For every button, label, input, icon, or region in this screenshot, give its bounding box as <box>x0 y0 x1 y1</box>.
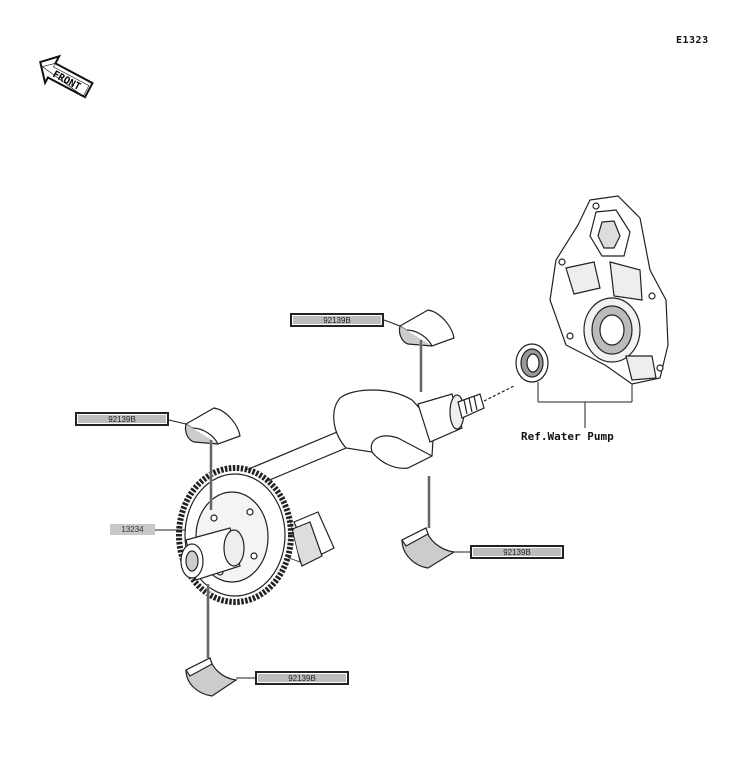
leader-lines <box>155 319 470 679</box>
ref-water-pump-label: Ref.Water Pump <box>521 430 614 443</box>
bearing-shell-bottom <box>185 657 238 697</box>
bearing-shell-top <box>398 309 455 347</box>
part-label-bearing-top[interactable]: 92139B <box>290 313 384 327</box>
front-arrow-icon: FRONT <box>39 54 94 99</box>
balancer-gear <box>176 465 294 605</box>
water-pump-cover <box>549 195 669 385</box>
part-label-balancer-gear[interactable]: 13234 <box>110 524 155 535</box>
part-label-bearing-right[interactable]: 92139B <box>470 545 564 559</box>
bearing-shell-right <box>401 527 456 569</box>
ref-bracket-lines <box>537 382 633 428</box>
part-label-bearing-bottom[interactable]: 92139B <box>255 671 349 685</box>
part-label-bearing-left[interactable]: 92139B <box>75 412 169 426</box>
bearing-shell-left <box>184 407 241 445</box>
diagram-code: E1323 <box>676 35 709 46</box>
oil-seal <box>515 343 549 383</box>
